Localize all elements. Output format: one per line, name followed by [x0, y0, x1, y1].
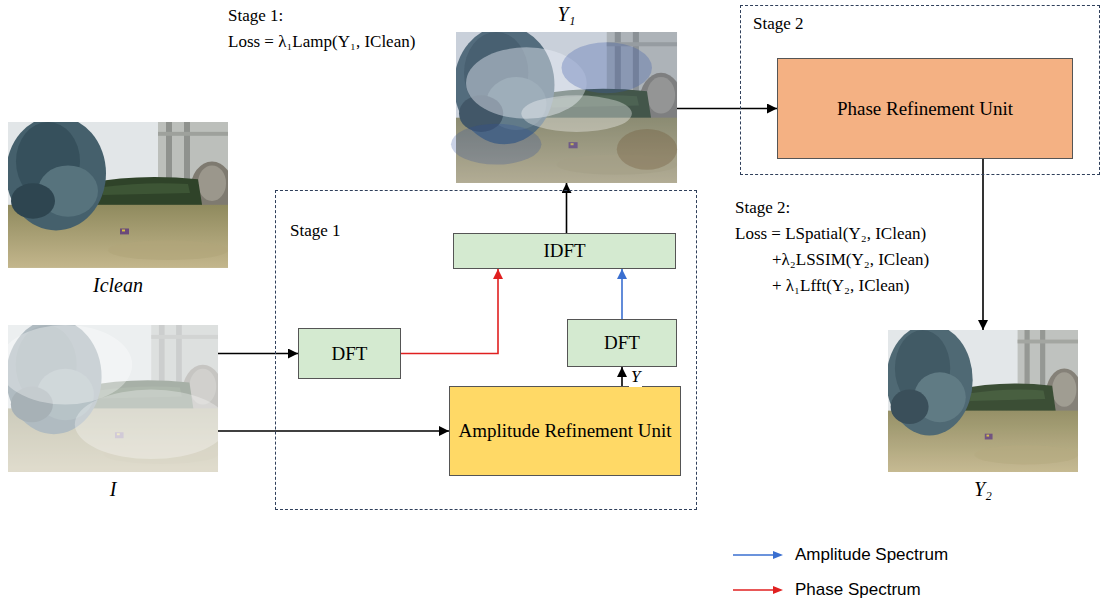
legend-arrowhead — [773, 586, 783, 594]
image-frame: Y₂ — [888, 330, 1078, 472]
image-caption: Y₂ — [888, 478, 1078, 501]
legend-line — [733, 584, 785, 596]
box-label: Amplitude Refinement Unit — [458, 420, 671, 442]
formula-label: Stage 1: — [228, 6, 283, 26]
stage-group: Stage 1 IDFT DFT DFT Amplitude Refinement Un… — [275, 190, 697, 510]
stage-group: Stage 2 Phase Refinement Unit — [740, 5, 1100, 175]
edge-label: Y — [629, 367, 642, 387]
connector — [982, 159, 984, 330]
legend-text: Amplitude Spectrum — [795, 545, 948, 565]
connector — [218, 353, 298, 355]
box-label: DFT — [604, 332, 640, 354]
process-box: Phase Refinement Unit — [777, 58, 1073, 159]
image-caption: Y₁ — [456, 3, 677, 26]
process-box: Amplitude Refinement Unit — [449, 386, 681, 476]
stage2-output-image — [886, 324, 1083, 472]
group-label: Stage 2 — [753, 14, 804, 34]
box-label: IDFT — [543, 240, 585, 262]
legend-line-stroke — [733, 589, 775, 591]
formula-label: Stage 2: — [735, 198, 790, 218]
legend-text: Phase Spectrum — [795, 580, 921, 600]
box-label: DFT — [332, 343, 368, 365]
image-frame: Y₁ — [456, 32, 677, 183]
formula-label: Loss = LSpatial(Y₂, IClean) — [735, 224, 926, 244]
image-frame: Iclean — [8, 122, 228, 268]
legend-arrowhead — [773, 551, 783, 559]
clean-image — [6, 116, 234, 268]
group-label: Stage 1 — [290, 221, 341, 241]
formula-label: + λ₁Lfft(Y₂, IClean) — [772, 276, 909, 296]
legend-line-stroke — [733, 554, 775, 556]
box-label: Phase Refinement Unit — [837, 98, 1013, 120]
connector — [621, 269, 623, 319]
image-frame: I — [8, 325, 218, 472]
image-caption: I — [8, 478, 218, 501]
hazy-image — [0, 319, 228, 472]
legend-line — [733, 549, 785, 561]
formula-label: Loss = λ₁Lamp(Y₁, IClean) — [228, 32, 415, 52]
connector — [218, 430, 449, 432]
process-box: IDFT — [453, 233, 676, 269]
image-caption: Iclean — [8, 274, 228, 297]
connector — [401, 269, 498, 354]
formula-label: +λ₂LSSIM(Y₂, IClean) — [772, 250, 929, 270]
connector — [621, 367, 623, 386]
process-box: DFT — [567, 319, 677, 367]
process-box: DFT — [298, 328, 401, 379]
stage1-output-image — [451, 26, 683, 183]
connector — [677, 108, 777, 110]
